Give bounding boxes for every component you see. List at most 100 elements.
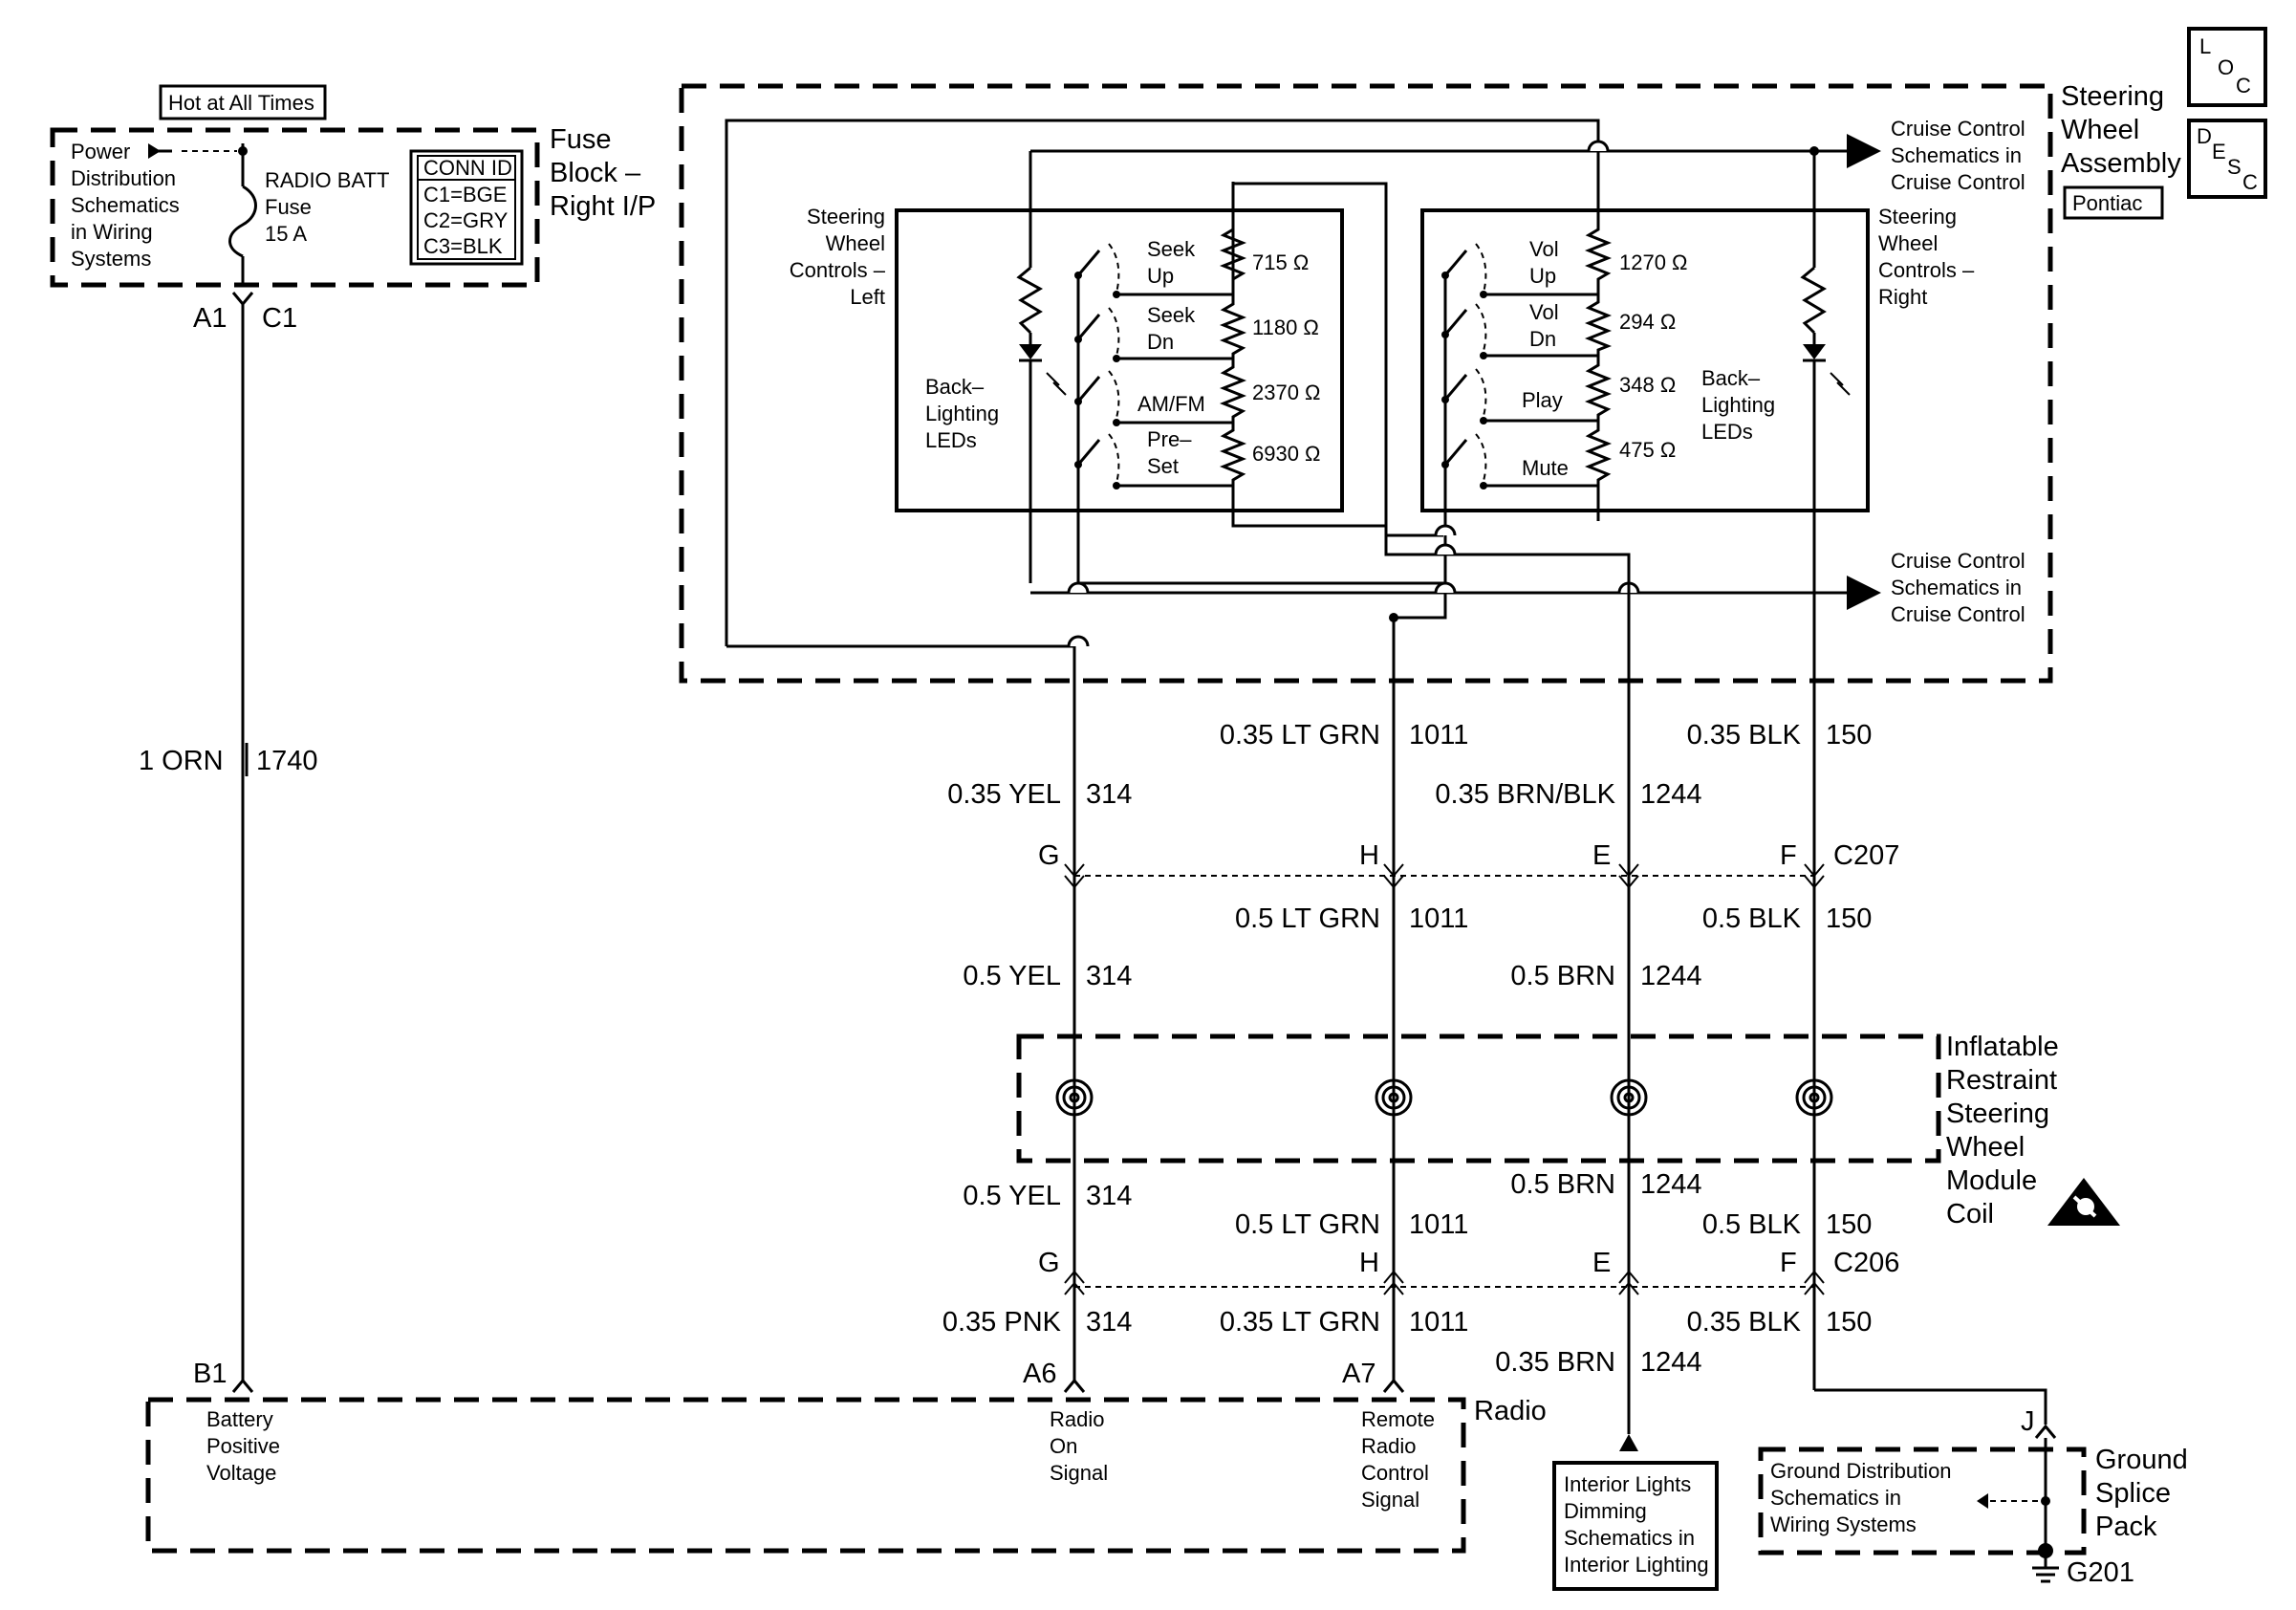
cruise-control-ref-top: Cruise Control Schematics in Cruise Cont… — [1891, 117, 2025, 194]
svg-text:Schematics in: Schematics in — [1891, 143, 2022, 167]
switch-play: Play — [1441, 368, 1598, 424]
svg-text:Voltage: Voltage — [206, 1461, 276, 1485]
svg-text:0.5 YEL: 0.5 YEL — [963, 961, 1061, 991]
switch-vol-up: Vol Up — [1441, 237, 1598, 298]
svg-text:1244: 1244 — [1640, 779, 1702, 810]
svg-text:On: On — [1050, 1434, 1077, 1458]
fuse-block-title: Fuse Block – Right I/P — [550, 124, 656, 222]
right-controls-title: Steering Wheel Controls – Right — [1878, 205, 1975, 309]
svg-text:0.35 LT GRN: 0.35 LT GRN — [1220, 720, 1380, 751]
svg-text:0.5 BRN: 0.5 BRN — [1510, 961, 1615, 991]
svg-text:C207: C207 — [1833, 840, 1899, 871]
svg-text:Signal: Signal — [1361, 1488, 1419, 1512]
wire-1244-coil-lower: 0.5 BRN 1244 — [1510, 1169, 1701, 1200]
svg-text:Signal: Signal — [1050, 1461, 1108, 1485]
svg-text:Dn: Dn — [1529, 327, 1556, 351]
svg-text:Coil: Coil — [1946, 1199, 1994, 1229]
ground-distribution-ref: Ground Distribution Schematics in Wiring… — [1770, 1459, 2050, 1536]
svg-text:0.35 PNK: 0.35 PNK — [942, 1307, 1062, 1338]
svg-text:in Wiring: in Wiring — [71, 220, 153, 244]
right-backlighting-leds-label: Back– Lighting LEDs — [1701, 366, 1775, 444]
svg-text:475 Ω: 475 Ω — [1619, 438, 1676, 462]
svg-text:Schematics: Schematics — [71, 193, 180, 217]
svg-text:E: E — [2212, 140, 2226, 163]
svg-text:0.35 YEL: 0.35 YEL — [947, 779, 1061, 810]
switch-pre-set: Pre– Set — [1074, 427, 1233, 490]
switch-seek-dn: Seek Dn — [1074, 303, 1233, 362]
svg-text:O: O — [2218, 55, 2234, 79]
steering-wheel-assembly-title: Steering Wheel Assembly — [2061, 81, 2181, 179]
svg-text:Positive: Positive — [206, 1434, 280, 1458]
svg-text:Schematics in: Schematics in — [1564, 1526, 1695, 1550]
svg-text:G: G — [1038, 840, 1060, 871]
svg-text:Back–: Back– — [925, 375, 985, 399]
radio-pin-a7: A7 Remote Radio Control Signal — [1342, 1359, 1435, 1512]
svg-text:C3=BLK: C3=BLK — [423, 234, 503, 258]
svg-text:Inflatable: Inflatable — [1946, 1032, 2059, 1062]
svg-text:314: 314 — [1086, 1181, 1132, 1211]
svg-text:B1: B1 — [193, 1359, 227, 1389]
svg-text:1011: 1011 — [1409, 1209, 1468, 1240]
svg-text:0.35 BLK: 0.35 BLK — [1687, 1307, 1802, 1338]
svg-text:H: H — [1359, 1248, 1379, 1278]
left-resistor-ladder: 715 Ω 1180 Ω 2370 Ω 6930 Ω — [1219, 184, 1321, 486]
svg-text:1270 Ω: 1270 Ω — [1619, 250, 1688, 274]
svg-text:1 ORN: 1 ORN — [139, 746, 224, 776]
conn-id-table: CONN ID C1=BGE C2=GRY C3=BLK — [409, 149, 524, 266]
svg-text:Radio: Radio — [1050, 1407, 1104, 1431]
svg-text:314: 314 — [1086, 961, 1132, 991]
loc-icon: L O C — [2187, 27, 2267, 107]
svg-text:1011: 1011 — [1409, 903, 1468, 934]
svg-text:150: 150 — [1826, 1307, 1872, 1338]
svg-text:0.5 YEL: 0.5 YEL — [963, 1181, 1061, 1211]
connector-c206: G H E F C206 — [1038, 1248, 1899, 1295]
svg-text:D: D — [2197, 124, 2212, 148]
svg-text:LEDs: LEDs — [1701, 420, 1753, 444]
svg-text:Interior Lights: Interior Lights — [1564, 1472, 1691, 1496]
ground-splice-pack-title: Ground Splice Pack — [2095, 1445, 2188, 1542]
svg-text:314: 314 — [1086, 1307, 1132, 1338]
svg-text:Up: Up — [1529, 264, 1556, 288]
svg-text:Right: Right — [1878, 285, 1927, 309]
svg-text:0.35 BRN/BLK: 0.35 BRN/BLK — [1435, 779, 1615, 810]
svg-text:F: F — [1780, 840, 1797, 871]
svg-text:Left: Left — [850, 285, 885, 309]
svg-text:715 Ω: 715 Ω — [1252, 250, 1309, 274]
svg-text:0.35 BLK: 0.35 BLK — [1687, 720, 1802, 751]
svg-text:1244: 1244 — [1640, 961, 1702, 991]
svg-text:J: J — [2021, 1406, 2035, 1437]
svg-text:1244: 1244 — [1640, 1347, 1702, 1378]
svg-text:314: 314 — [1086, 779, 1132, 810]
svg-text:Set: Set — [1147, 454, 1179, 478]
svg-text:150: 150 — [1826, 903, 1872, 934]
wire-1011-lower: 0.35 LT GRN 1011 — [1220, 1307, 1469, 1338]
svg-text:H: H — [1359, 840, 1379, 871]
pontiac-badge: Pontiac — [2063, 185, 2164, 220]
svg-text:1011: 1011 — [1409, 1307, 1468, 1338]
svg-text:Cruise Control: Cruise Control — [1891, 549, 2025, 573]
svg-text:A1: A1 — [193, 303, 227, 334]
wire-150-coil-lower: 0.5 BLK 150 — [1702, 1209, 1873, 1240]
coil-outline — [1016, 1033, 1941, 1164]
svg-text:S: S — [2227, 155, 2242, 179]
svg-text:Controls –: Controls – — [1878, 258, 1975, 282]
feed-wire-label: 1 ORN 1740 — [139, 743, 318, 776]
ground-splice-pin-j: J — [2021, 1406, 2057, 1568]
svg-text:Systems: Systems — [71, 247, 151, 271]
steering-wheel-assembly-outline — [679, 83, 2053, 684]
svg-text:Power: Power — [71, 140, 130, 163]
svg-text:Hot at All Times: Hot at All Times — [168, 91, 314, 115]
svg-text:0.5 LT GRN: 0.5 LT GRN — [1235, 1209, 1380, 1240]
svg-text:Vol: Vol — [1529, 300, 1559, 324]
wire-1011-coil-lower: 0.5 LT GRN 1011 — [1235, 1209, 1468, 1240]
svg-text:150: 150 — [1826, 720, 1872, 751]
svg-text:Remote: Remote — [1361, 1407, 1435, 1431]
svg-text:Schematics in: Schematics in — [1770, 1486, 1901, 1510]
svg-text:Vol: Vol — [1529, 237, 1559, 261]
svg-text:2370 Ω: 2370 Ω — [1252, 381, 1321, 404]
svg-text:0.5 LT GRN: 0.5 LT GRN — [1235, 903, 1380, 934]
switch-vol-dn: Vol Dn — [1441, 300, 1598, 359]
right-resistor-ladder: 1270 Ω 294 Ω 348 Ω 475 Ω — [1584, 134, 1688, 486]
svg-text:0.35 BRN: 0.35 BRN — [1495, 1347, 1615, 1378]
svg-text:F: F — [1780, 1248, 1797, 1278]
